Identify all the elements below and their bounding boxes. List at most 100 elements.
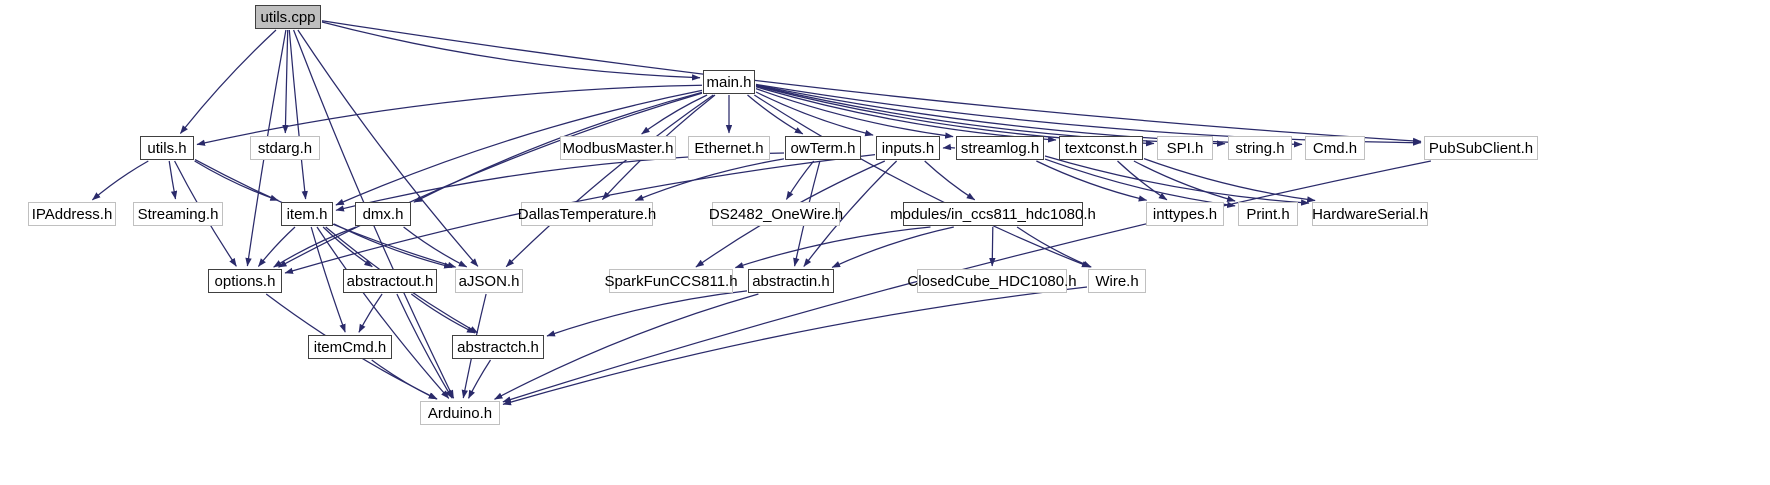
- graph-node-label: modules/in_ccs811_hdc1080.h: [890, 205, 1096, 223]
- graph-node-wire-h[interactable]: Wire.h: [1088, 269, 1146, 293]
- graph-edge: [288, 29, 308, 200]
- graph-edge: [396, 293, 453, 399]
- graph-edge: [321, 21, 701, 81]
- graph-edge: [755, 86, 1057, 143]
- graph-node-textconst-h[interactable]: textconst.h: [1059, 136, 1143, 160]
- graph-edge: [410, 293, 476, 334]
- graph-node-label: IPAddress.h: [31, 205, 113, 223]
- graph-edge: [282, 29, 289, 134]
- graph-node-closedcube-h[interactable]: ClosedCube_HDC1080.h: [907, 269, 1077, 293]
- graph-node-abstractout-h[interactable]: abstractout.h: [343, 269, 437, 293]
- graph-node-label: dmx.h: [362, 205, 404, 223]
- graph-edge: [494, 293, 759, 400]
- graph-node-print-h[interactable]: Print.h: [1238, 202, 1298, 226]
- graph-node-streamlog-h[interactable]: streamlog.h: [956, 136, 1044, 160]
- graph-edge: [284, 153, 876, 274]
- graph-edge: [371, 359, 438, 400]
- graph-edge: [297, 29, 479, 267]
- graph-node-ipaddress-h[interactable]: IPAddress.h: [28, 202, 116, 226]
- graph-edge: [641, 94, 708, 135]
- graph-edge: [1117, 160, 1168, 201]
- graph-node-main-h[interactable]: main.h: [703, 70, 755, 94]
- graph-node-ccs811-mod-h[interactable]: modules/in_ccs811_hdc1080.h: [890, 202, 1096, 226]
- graph-edge: [403, 226, 468, 268]
- graph-node-label: SPI.h: [1166, 139, 1204, 157]
- graph-edge: [196, 84, 703, 146]
- graph-edge: [322, 226, 373, 268]
- graph-node-pubsubclient-h[interactable]: PubSubClient.h: [1424, 136, 1538, 160]
- graph-node-label: PubSubClient.h: [1428, 139, 1534, 157]
- graph-node-inputs-h[interactable]: inputs.h: [876, 136, 940, 160]
- graph-node-label: textconst.h: [1064, 139, 1138, 157]
- graph-node-label: Ethernet.h: [694, 139, 764, 157]
- graph-node-cmd-h[interactable]: Cmd.h: [1305, 136, 1365, 160]
- graph-edge: [989, 226, 996, 267]
- graph-edge: [755, 91, 874, 137]
- graph-node-options-h[interactable]: options.h: [208, 269, 282, 293]
- graph-edge: [1044, 155, 1310, 206]
- graph-node-streaming-h[interactable]: Streaming.h: [133, 202, 223, 226]
- graph-edge: [358, 293, 383, 333]
- graph-edge: [502, 286, 1088, 406]
- graph-edge: [924, 160, 976, 201]
- graph-node-label: DS2482_OneWire.h: [708, 205, 844, 223]
- graph-node-utils-cpp[interactable]: utils.cpp: [255, 5, 321, 29]
- graph-node-label: aJSON.h: [458, 272, 520, 290]
- graph-node-item-h[interactable]: item.h: [281, 202, 333, 226]
- graph-node-label: utils.h: [147, 139, 187, 157]
- graph-edge: [257, 226, 296, 267]
- graph-node-sparkfun-h[interactable]: SparkFunCCS811.h: [604, 269, 738, 293]
- graph-node-ds2482-h[interactable]: DS2482_OneWire.h: [708, 202, 844, 226]
- graph-edge: [755, 84, 1226, 147]
- graph-node-stdarg-h[interactable]: stdarg.h: [250, 136, 320, 160]
- graph-node-label: main.h: [706, 73, 752, 91]
- graph-edge: [505, 94, 714, 268]
- graph-node-label: Streaming.h: [137, 205, 219, 223]
- graph-node-label: DallasTemperature.h: [517, 205, 657, 223]
- graph-node-owterm-h[interactable]: owTerm.h: [785, 136, 861, 160]
- graph-node-label: inputs.h: [881, 139, 935, 157]
- graph-edge: [179, 29, 277, 134]
- graph-edge: [546, 290, 748, 337]
- graph-node-abstractin-h[interactable]: abstractin.h: [748, 269, 834, 293]
- graph-node-hardwareserial-h[interactable]: HardwareSerial.h: [1312, 202, 1428, 226]
- graph-edge: [467, 359, 492, 399]
- graph-node-spi-h[interactable]: SPI.h: [1157, 136, 1213, 160]
- graph-edge: [273, 226, 357, 268]
- graph-edge: [1143, 158, 1316, 203]
- graph-node-dallastemp-h[interactable]: DallasTemperature.h: [517, 202, 657, 226]
- graph-edge: [747, 94, 804, 135]
- graph-node-abstractch-h[interactable]: abstractch.h: [452, 335, 544, 359]
- graph-node-label: string.h: [1235, 139, 1285, 157]
- graph-node-label: Cmd.h: [1312, 139, 1358, 157]
- graph-node-label: utils.cpp: [260, 8, 316, 26]
- graph-node-label: options.h: [214, 272, 276, 290]
- graph-node-dmx-h[interactable]: dmx.h: [355, 202, 411, 226]
- graph-edge: [168, 160, 178, 200]
- graph-edge: [755, 84, 1303, 148]
- graph-node-label: Wire.h: [1095, 272, 1139, 290]
- graph-edge: [755, 88, 954, 139]
- graph-node-inttypes-h[interactable]: inttypes.h: [1146, 202, 1224, 226]
- graph-node-label: ClosedCube_HDC1080.h: [907, 272, 1077, 290]
- graph-node-modbusmaster-h[interactable]: ModbusMaster.h: [560, 136, 676, 160]
- graph-edge: [1133, 160, 1236, 202]
- graph-node-label: Arduino.h: [427, 404, 493, 422]
- graph-edge: [755, 83, 1422, 146]
- graph-edge: [91, 160, 149, 201]
- graph-edge: [785, 160, 815, 200]
- graph-node-string-h[interactable]: string.h: [1228, 136, 1292, 160]
- graph-edge: [803, 160, 898, 267]
- graph-node-utils-h[interactable]: utils.h: [140, 136, 194, 160]
- graph-node-ethernet-h[interactable]: Ethernet.h: [688, 136, 770, 160]
- graph-edge: [753, 94, 1091, 268]
- graph-node-ajson-h[interactable]: aJSON.h: [455, 269, 523, 293]
- graph-node-itemcmd-h[interactable]: itemCmd.h: [308, 335, 392, 359]
- graph-node-label: abstractch.h: [457, 338, 539, 356]
- graph-node-arduino-h[interactable]: Arduino.h: [420, 401, 500, 425]
- graph-node-label: owTerm.h: [790, 139, 856, 157]
- graph-edge: [310, 226, 346, 333]
- graph-node-label: stdarg.h: [257, 139, 313, 157]
